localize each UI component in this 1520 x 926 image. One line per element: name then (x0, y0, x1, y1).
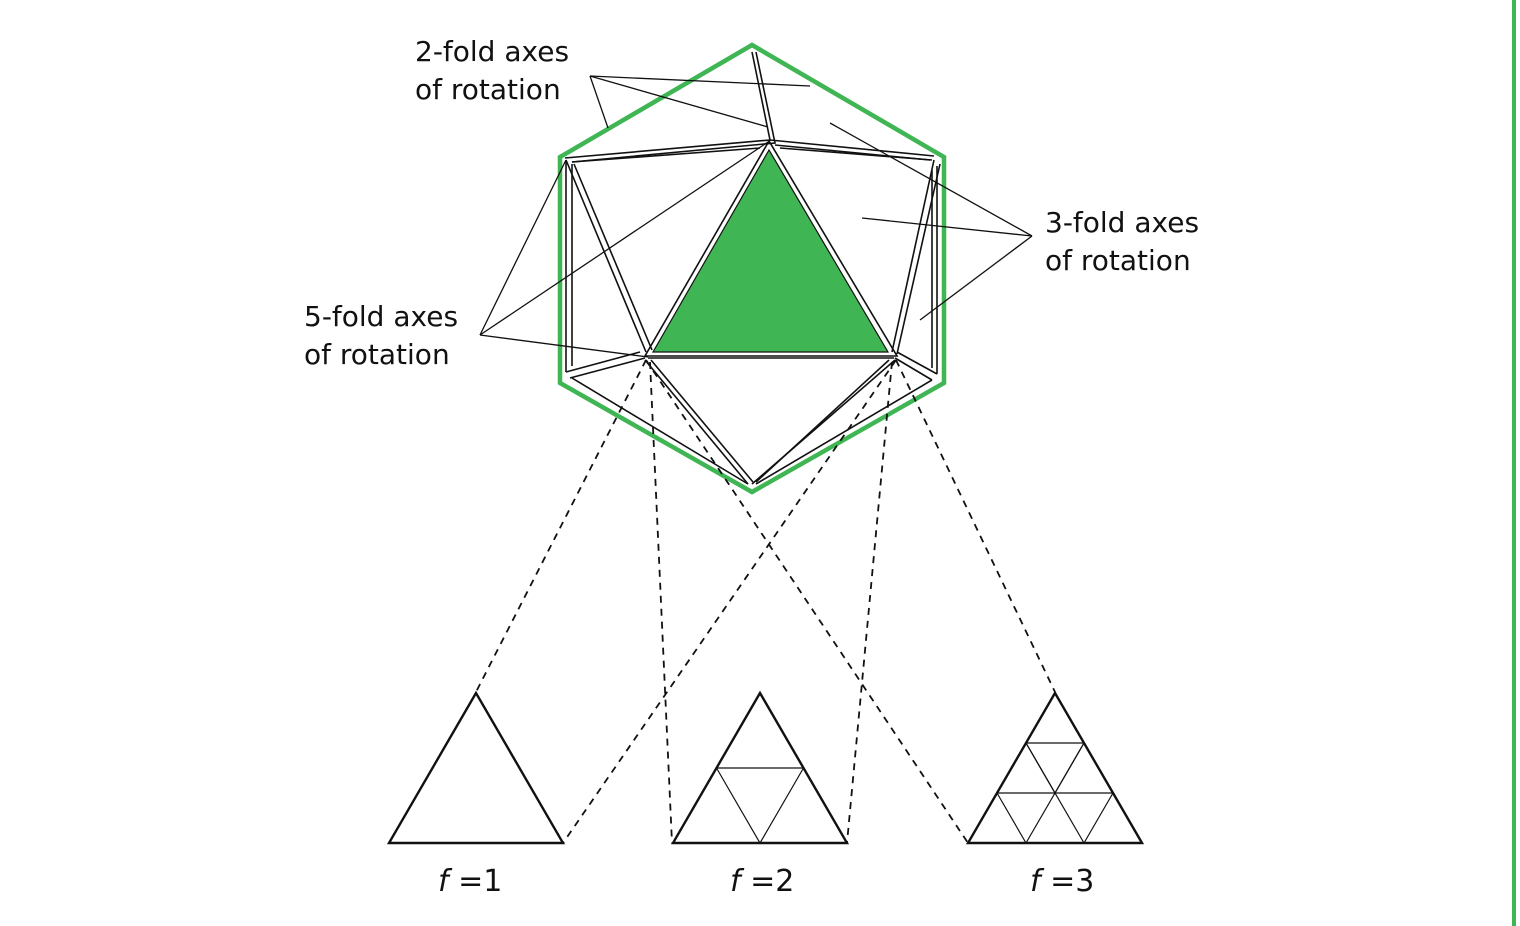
label-5fold-line1: 5-fold axes (304, 300, 458, 333)
label-f1: f =1 (438, 864, 502, 899)
label-f1-value: 1 (483, 864, 502, 899)
label-3fold-line1: 3-fold axes (1045, 206, 1199, 239)
label-5fold-line2: of rotation (304, 338, 450, 371)
label-2fold-line1: 2-fold axes (415, 35, 569, 68)
label-5fold: 5-fold axes of rotation (304, 300, 467, 371)
label-f2-eq: = (741, 864, 776, 899)
label-3fold: 3-fold axes of rotation (1045, 206, 1208, 277)
triangulation-f2 (670, 690, 850, 845)
label-f3-eq: = (1041, 864, 1076, 899)
leader-lines-3fold (829, 122, 1033, 321)
label-f3: f =3 (1030, 864, 1094, 899)
label-f3-value: 3 (1075, 864, 1094, 899)
leader-lines-2fold (589, 75, 811, 129)
label-2fold: 2-fold axes of rotation (415, 35, 578, 106)
label-f1-eq: = (449, 864, 484, 899)
triangulation-f1 (386, 690, 566, 845)
label-f2-value: 2 (775, 864, 794, 899)
leader-lines-5fold (479, 141, 769, 358)
projection-lines (475, 359, 1056, 844)
label-3fold-line2: of rotation (1045, 244, 1191, 277)
triangulation-f3 (965, 690, 1145, 845)
icosahedron-faces (564, 51, 941, 485)
icosahedron-outline (557, 42, 947, 495)
right-border-line (1512, 0, 1516, 926)
label-f2: f =2 (730, 864, 794, 899)
label-2fold-line2: of rotation (415, 73, 561, 106)
highlighted-face (651, 148, 890, 353)
